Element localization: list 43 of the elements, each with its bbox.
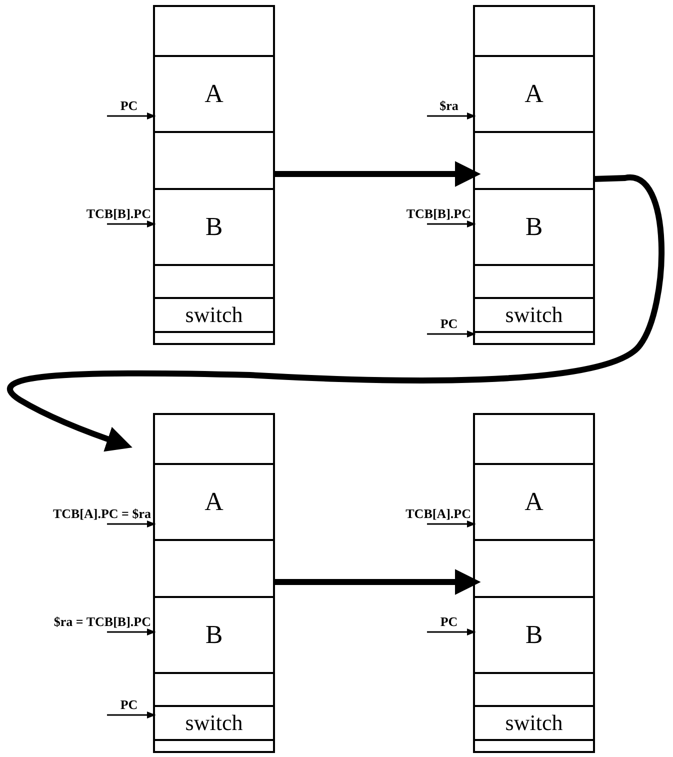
pointer-label: TCB[B].PC	[86, 207, 151, 222]
segment-label: B	[525, 622, 543, 648]
pointer-arrow	[107, 220, 156, 228]
transition-arrow	[275, 161, 481, 187]
pointer-arrow	[427, 330, 476, 338]
memory-segment	[475, 739, 593, 753]
segment-label: A	[524, 489, 544, 515]
pointer-arrow	[427, 220, 476, 228]
memory-stack	[153, 413, 275, 753]
pointer-label: $ra = TCB[B].PC	[54, 615, 151, 630]
segment-label: B	[205, 622, 223, 648]
memory-stack	[473, 5, 595, 345]
transition-arrow	[275, 569, 481, 595]
pointer-arrow	[427, 112, 476, 120]
memory-segment	[155, 331, 273, 345]
pointer-label: PC	[107, 698, 151, 713]
segment-label: B	[205, 214, 223, 240]
memory-stack	[473, 413, 595, 753]
segment-label: switch	[185, 304, 243, 326]
segment-label: A	[204, 81, 224, 107]
segment-label: A	[204, 489, 224, 515]
pointer-label: PC	[107, 99, 151, 114]
pointer-label: TCB[A].PC = $ra	[52, 507, 151, 522]
pointer-arrow	[107, 112, 156, 120]
pointer-arrow	[107, 628, 156, 636]
memory-stack	[153, 5, 275, 345]
segment-label: switch	[505, 304, 563, 326]
segment-label: B	[525, 214, 543, 240]
pointer-arrow	[427, 520, 476, 528]
pointer-label: PC	[427, 615, 471, 630]
pointer-arrow	[107, 520, 156, 528]
memory-segment	[155, 739, 273, 753]
transition-arrow	[8, 175, 664, 452]
pointer-label: TCB[A].PC	[406, 507, 471, 522]
memory-segment	[475, 331, 593, 345]
pointer-label: PC	[427, 317, 471, 332]
segment-label: switch	[505, 712, 563, 734]
pointer-label: TCB[B].PC	[406, 207, 471, 222]
pointer-label: $ra	[427, 99, 471, 114]
segment-label: A	[524, 81, 544, 107]
pointer-arrow	[107, 711, 156, 719]
segment-label: switch	[185, 712, 243, 734]
pointer-arrow	[427, 628, 476, 636]
